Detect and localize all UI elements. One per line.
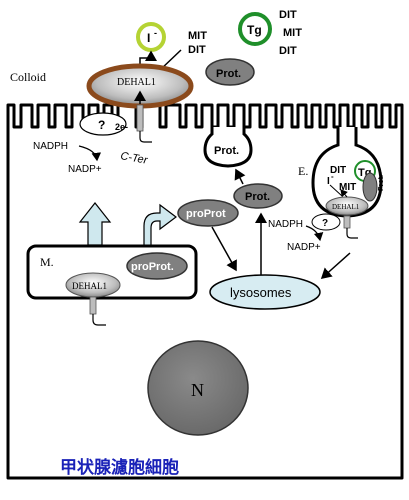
m-dehal1-label: DEHAL1: [72, 281, 107, 291]
e-arrow-left: [329, 184, 343, 197]
lysosomes-ellipse: [209, 274, 321, 310]
apical-dehal1-label: DEHAL1: [117, 77, 156, 88]
e-nadp-label: NADP+: [287, 242, 321, 253]
nucleus: [147, 340, 249, 436]
m-anchor-loop: [92, 314, 106, 326]
e-nadph-label: NADPH: [268, 219, 303, 230]
prot-vesicle: [203, 127, 253, 168]
top-mit-label: MIT: [188, 30, 207, 42]
tg-dit-label-1: DIT: [279, 9, 297, 21]
up-hollow-arrow: [78, 202, 112, 246]
arrow-e-to-lysosome: [320, 252, 351, 279]
m-proprot-ellipse: [126, 252, 188, 280]
e-dehal1-label: DEHAL1: [332, 203, 360, 211]
arrow-prot-to-vesicle: [234, 168, 246, 185]
apical-question-label: ?: [98, 118, 105, 132]
top-prot-label: Prot.: [216, 68, 241, 80]
mid-prot-label: Prot.: [245, 191, 270, 203]
iodide-charge: -: [154, 28, 157, 38]
proprot-ellipse: [177, 199, 239, 227]
top-prot-ellipse: [205, 58, 255, 86]
lysosomes-label: lysosomes: [230, 285, 292, 300]
e-arrow-up: [340, 189, 348, 198]
top-dit-label: DIT: [188, 44, 206, 56]
vesicle-prot-label: Prot.: [214, 145, 239, 157]
e-stem: [343, 215, 351, 229]
iodide-circle: [136, 22, 166, 52]
apical-2e-label: 2e-: [115, 122, 128, 132]
proprot-label: proProt: [186, 208, 226, 220]
m-stem: [89, 296, 97, 315]
arrow-proprot-to-lysosome: [211, 226, 237, 272]
apical-stem: [136, 104, 144, 132]
e-prot-ellipse: [362, 172, 378, 202]
e-prot-label: Prot.: [378, 175, 385, 191]
tg-label: Tg: [247, 23, 262, 37]
mid-prot-ellipse: [233, 183, 283, 209]
tg-mit-label: MIT: [283, 27, 302, 39]
colloid-label: Colloid: [10, 70, 46, 84]
e-label: E.: [298, 164, 308, 178]
apical-nadph-label: NADPH: [33, 141, 68, 152]
tg-circle: [238, 12, 272, 46]
iodide-label: I: [147, 31, 150, 45]
apical-question-ellipse: [79, 112, 127, 136]
e-nadph-arrow: [305, 225, 324, 242]
nucleus-label: N: [191, 380, 204, 400]
apical-anchor-loop: [139, 131, 152, 143]
apical-nadp-label: NADP+: [68, 164, 102, 175]
e-dit-label: DIT: [330, 165, 346, 176]
m-label: M.: [40, 255, 54, 269]
e-anchor-loop: [346, 228, 358, 239]
tg-dit-label-2: DIT: [279, 45, 297, 57]
e-question-ellipse: [311, 213, 341, 231]
c-ter-label: C-Ter: [119, 150, 149, 167]
curved-hollow-arrow: [143, 203, 177, 247]
m-proprot-label: proProt.: [131, 261, 174, 273]
cell-title: 甲状腺濾胞細胞: [60, 457, 179, 478]
e-iodide-label: I: [327, 176, 330, 187]
apical-nadph-arrow: [78, 145, 102, 162]
e-iodide-charge: -: [331, 172, 334, 181]
e-mit-label: MIT: [339, 182, 356, 193]
e-question-label: ?: [322, 218, 328, 229]
